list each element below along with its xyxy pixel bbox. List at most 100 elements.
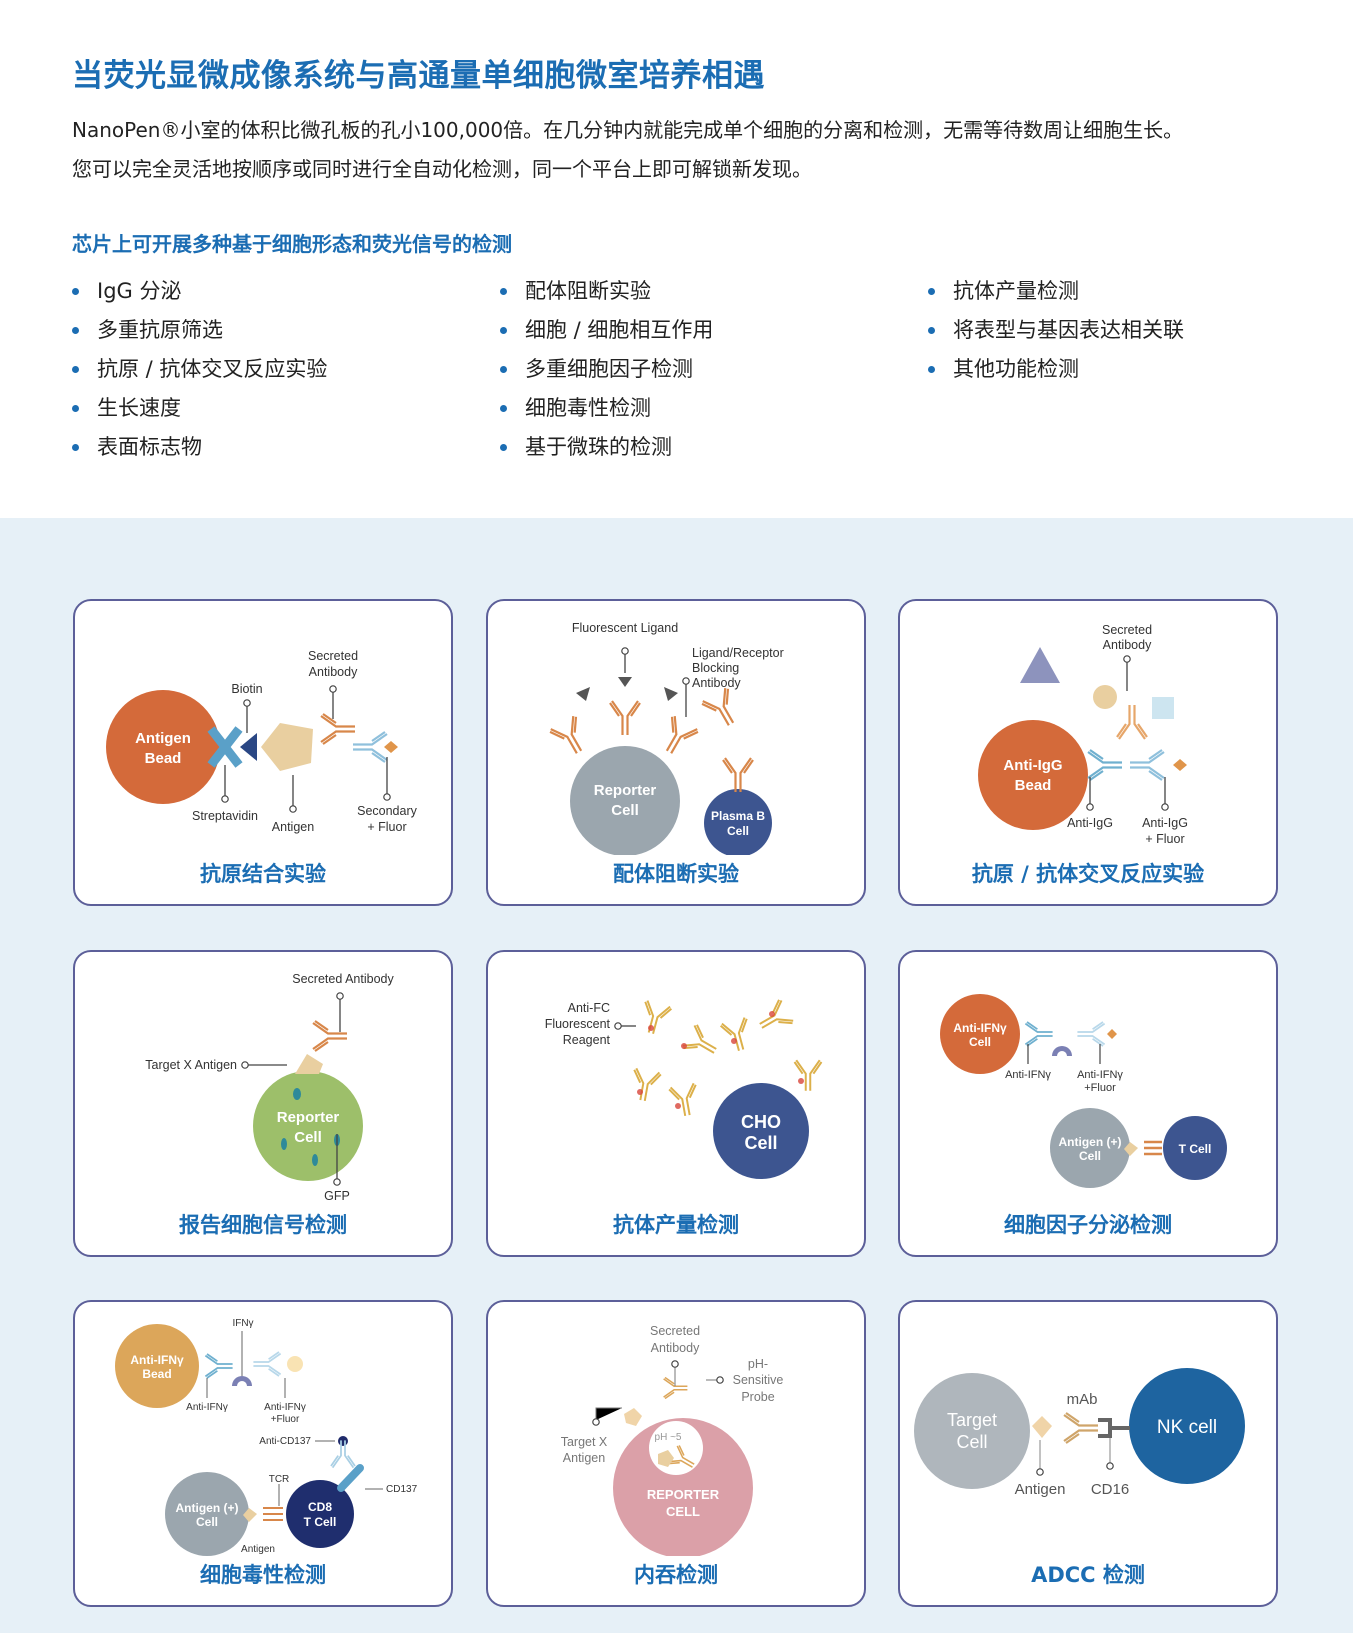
label: Target X bbox=[561, 1435, 608, 1449]
item-label: 多重抗原筛选 bbox=[97, 317, 223, 342]
item-label: 将表型与基因表达相关联 bbox=[953, 317, 1184, 342]
cytotoxicity-diagram: Anti-IFNγ Bead IFNγ Anti-IFNγ Anti-IFNγ … bbox=[115, 1318, 418, 1556]
label: Cell bbox=[196, 1515, 218, 1529]
item-label: 表面标志物 bbox=[97, 434, 202, 459]
reporter-cell bbox=[570, 746, 680, 855]
t-cell bbox=[1163, 1116, 1227, 1180]
label: Anti-IFNγ bbox=[264, 1402, 306, 1413]
label: Bead bbox=[142, 1367, 171, 1381]
antigen-bead bbox=[106, 690, 220, 804]
label: Fluorescent Ligand bbox=[572, 621, 678, 635]
label: Probe bbox=[741, 1390, 774, 1404]
label: Anti-FC bbox=[568, 1001, 610, 1015]
label: pH- bbox=[748, 1357, 768, 1371]
card-title: 内吞检测 bbox=[634, 1563, 718, 1587]
list-item: 将表型与基因表达相关联 bbox=[928, 309, 1184, 348]
label: Antigen (+) bbox=[176, 1501, 239, 1515]
label: +Fluor bbox=[271, 1414, 300, 1425]
pointer-lines bbox=[224, 689, 388, 807]
label: pH ~5 bbox=[655, 1432, 682, 1443]
card-title: 细胞毒性检测 bbox=[200, 1563, 326, 1587]
label: Secondary bbox=[357, 804, 418, 818]
label: NK cell bbox=[1157, 1417, 1217, 1438]
label: + Fluor bbox=[367, 820, 406, 834]
label: Sensitive bbox=[733, 1373, 784, 1387]
card-antibody-production: CHO Cell Anti-FC Fluorescent Reagent 抗体产… bbox=[486, 950, 866, 1257]
label: CD137 bbox=[386, 1484, 418, 1495]
label: CD16 bbox=[1091, 1481, 1129, 1498]
label: Anti-IFNγ bbox=[186, 1402, 228, 1413]
item-label: 细胞毒性检测 bbox=[525, 395, 651, 420]
label: Bead bbox=[1015, 777, 1052, 794]
card-cytokine-secretion: Anti-IFNγ Cell Anti-IFNγ Anti-IFNγ +Fluo… bbox=[898, 950, 1278, 1257]
label: Anti-IgG bbox=[1067, 816, 1113, 830]
list-item: IgG 分泌 bbox=[72, 270, 327, 309]
label: Anti-IFNγ bbox=[1077, 1069, 1123, 1081]
list-item: 抗原 / 抗体交叉反应实验 bbox=[72, 348, 327, 387]
card-ligand-blocking: Reporter Cell Plasma B Cell Fluorescent … bbox=[486, 599, 866, 906]
fluor-glow-icon bbox=[287, 1356, 303, 1372]
label: Anti-IFNγ bbox=[130, 1353, 184, 1367]
ligand-icon bbox=[576, 687, 678, 701]
ifng-icon bbox=[1052, 1046, 1072, 1056]
card-title: 抗原结合实验 bbox=[200, 862, 326, 886]
list-item: 其他功能检测 bbox=[928, 348, 1184, 387]
cytokine-secretion-diagram: Anti-IFNγ Cell Anti-IFNγ Anti-IFNγ +Fluo… bbox=[940, 994, 1227, 1188]
receptor-icon bbox=[547, 714, 594, 761]
card-title: 配体阻断实验 bbox=[613, 862, 739, 886]
cd8-t-cell bbox=[286, 1480, 354, 1548]
antigen-binding-diagram: Antigen Bead Biotin Secreted Antibody St… bbox=[106, 649, 418, 834]
anti-ifng-bead bbox=[115, 1324, 199, 1408]
label: Antigen bbox=[563, 1451, 605, 1465]
gfp-markers bbox=[281, 1088, 340, 1166]
card-cytotoxicity: Anti-IFNγ Bead IFNγ Anti-IFNγ Anti-IFNγ … bbox=[73, 1300, 453, 1607]
bullet-icon bbox=[500, 327, 507, 334]
label: Cell bbox=[956, 1432, 987, 1452]
assay-list-col1: IgG 分泌 多重抗原筛选 抗原 / 抗体交叉反应实验 生长速度 表面标志物 bbox=[72, 270, 327, 465]
card-reporter-signal: Reporter Cell Secreted Antibody Target X… bbox=[73, 950, 453, 1257]
label: Blocking bbox=[692, 661, 739, 675]
list-item: 生长速度 bbox=[72, 387, 327, 426]
endosome bbox=[649, 1421, 703, 1475]
antigen-icon bbox=[261, 723, 313, 771]
intro-line-1: NanoPen®小室的体积比微孔板的孔小100,000倍。在几分钟内就能完成单个… bbox=[72, 118, 1184, 142]
label: Cell bbox=[969, 1035, 991, 1049]
item-label: IgG 分泌 bbox=[97, 278, 182, 303]
cross-reactivity-diagram: Anti-IgG Bead Secreted Antibody Anti-IgG… bbox=[978, 623, 1188, 846]
list-item: 抗体产量检测 bbox=[928, 270, 1184, 309]
card-cross-reactivity: Anti-IgG Bead Secreted Antibody Anti-IgG… bbox=[898, 599, 1278, 906]
internalization-diagram: pH ~5 REPORTER CELL Secreted Antibody pH… bbox=[561, 1324, 784, 1556]
anti-igg-fluor-icon bbox=[1128, 748, 1166, 782]
label: Secreted bbox=[308, 649, 358, 663]
label: TCR bbox=[269, 1474, 290, 1485]
list-item: 细胞 / 细胞相互作用 bbox=[500, 309, 713, 348]
antigen-triangle-icon bbox=[1020, 647, 1060, 683]
secreted-antibody-icon bbox=[311, 1019, 349, 1053]
label: Antibody bbox=[309, 665, 358, 679]
item-label: 基于微珠的检测 bbox=[525, 434, 672, 459]
card-title: 报告细胞信号检测 bbox=[179, 1213, 347, 1237]
item-label: 生长速度 bbox=[97, 395, 181, 420]
secreted-antibody-icon bbox=[319, 712, 357, 746]
list-item: 基于微珠的检测 bbox=[500, 426, 713, 465]
label: REPORTER bbox=[647, 1487, 720, 1502]
label: Antigen bbox=[272, 820, 314, 834]
bullet-icon bbox=[500, 366, 507, 373]
label: T Cell bbox=[1179, 1142, 1212, 1156]
label: Anti-CD137 bbox=[259, 1436, 311, 1447]
antibody-production-diagram: CHO Cell Anti-FC Fluorescent Reagent bbox=[545, 997, 823, 1179]
label: Biotin bbox=[231, 682, 262, 696]
antigen-icon bbox=[1093, 685, 1117, 709]
card-title: 抗体产量检测 bbox=[613, 1213, 739, 1237]
plasma-b-cell bbox=[704, 789, 772, 855]
anti-igg-icon bbox=[1086, 748, 1124, 782]
label: Target bbox=[947, 1410, 997, 1430]
bullet-icon bbox=[500, 444, 507, 451]
antigen-positive-cell bbox=[165, 1472, 249, 1556]
ligand-blocking-diagram: Reporter Cell Plasma B Cell Fluorescent … bbox=[547, 621, 784, 855]
secondary-antibody-icon bbox=[351, 730, 389, 764]
streptavidin-icon bbox=[207, 726, 243, 768]
bullet-icon bbox=[72, 444, 79, 451]
adcc-diagram: Target Cell NK cell mAb Antigen CD16 bbox=[914, 1368, 1245, 1498]
receptor-icon bbox=[654, 714, 701, 761]
